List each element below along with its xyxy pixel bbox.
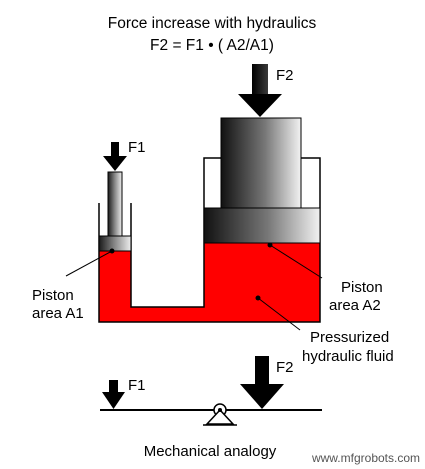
small-piston-label-line-1: Piston (32, 287, 74, 304)
hydraulic-fluid (99, 243, 320, 322)
fluid-label-line-1: Pressurized (310, 329, 389, 346)
f2-down-arrow-icon (238, 64, 282, 117)
fluid-label-line-2: hydraulic fluid (302, 348, 394, 365)
large-piston-leader-dot (267, 242, 273, 248)
small-piston-label-line-2: area A1 (32, 305, 84, 322)
lever-f2-label: F2 (276, 359, 294, 376)
small-piston-rod (107, 171, 123, 237)
f1-down-arrow-icon (103, 142, 127, 171)
lever-f2-down-arrow-icon (240, 356, 284, 409)
f1-label: F1 (128, 139, 146, 156)
mechanical-analogy-caption: Mechanical analogy (144, 443, 277, 460)
large-piston-head (203, 207, 321, 244)
fluid-leader-dot (255, 295, 261, 301)
large-piston-rod (220, 117, 302, 209)
watermark: www.mfgrobots.com (311, 451, 420, 465)
small-piston-leader-dot (109, 248, 115, 254)
large-piston-label-line-2: area A2 (329, 297, 381, 314)
lever-f1-label: F1 (128, 377, 146, 394)
small-piston-leader (65, 250, 113, 277)
large-piston-label-line-1: Piston (341, 279, 383, 296)
lever-f1-down-arrow-icon (102, 380, 125, 409)
title-formula: F2 = F1 • ( A2/A1) (150, 37, 274, 54)
large-piston-leader (269, 244, 323, 279)
f2-label: F2 (276, 67, 294, 84)
title-line-1: Force increase with hydraulics (108, 15, 317, 32)
fluid-leader (257, 297, 301, 331)
fulcrum-icon (203, 403, 237, 426)
small-piston-head (98, 235, 132, 252)
